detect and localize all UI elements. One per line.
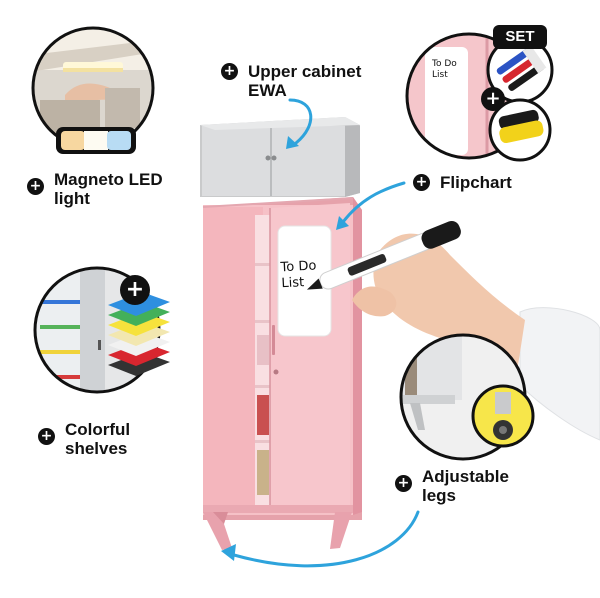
feature-label: light — [54, 189, 90, 208]
feature-flipchart: + Flipchart — [413, 173, 512, 192]
led-light-detail — [31, 26, 155, 154]
feature-label: Upper cabinet — [248, 62, 362, 81]
feature-upper-cabinet: + Upper cabinet EWA — [221, 62, 361, 100]
plus-icon: + — [481, 87, 505, 111]
plus-icon: + — [120, 275, 150, 305]
plus-icon: + — [221, 63, 238, 80]
plus-icon: + — [27, 178, 44, 195]
shelves-detail — [33, 266, 170, 394]
feature-label: Colorful — [65, 420, 131, 439]
feature-label: Magneto LED — [54, 170, 163, 189]
feature-magneto-led: + Magneto LED light — [27, 170, 163, 208]
whiteboard-text: To Do List — [280, 258, 332, 293]
plus-icon: + — [38, 428, 55, 445]
plus-icon: + — [413, 174, 430, 191]
feature-label: Adjustable — [422, 467, 509, 486]
plus-icon: + — [395, 475, 412, 492]
upper-cabinet — [200, 117, 360, 197]
feature-label: Flipchart — [440, 173, 512, 192]
feature-label: shelves — [65, 439, 128, 458]
feature-colorful-shelves: + Colorful shelves — [38, 420, 130, 458]
feature-label: legs — [422, 486, 457, 505]
curved-arrow-icon — [232, 98, 420, 568]
feature-label: EWA — [248, 81, 287, 100]
legs-detail — [399, 333, 535, 461]
arrow-heads — [221, 136, 349, 561]
flipchart-mini-line: List — [432, 70, 448, 80]
whiteboard-line: List — [281, 275, 305, 292]
flipchart-detail — [405, 25, 554, 162]
colored-shelf-stack — [108, 292, 170, 376]
set-badge: SET — [505, 28, 535, 45]
feature-adjustable-legs: + Adjustable legs — [395, 467, 509, 505]
flipchart-mini-line: To Do — [432, 59, 457, 69]
flipchart-mini-text: To Do List — [432, 59, 472, 81]
